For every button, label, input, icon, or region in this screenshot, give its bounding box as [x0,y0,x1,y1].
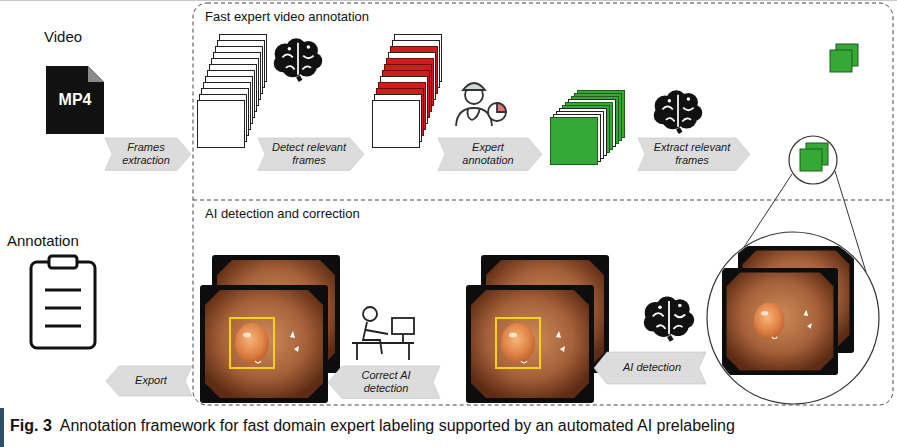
node-label: Annotation [7,232,79,249]
endoscopy-image [466,285,594,403]
frame-stack [373,35,442,148]
endoscopy-image [200,285,328,403]
arrow-fill [105,138,191,170]
desk [352,343,414,360]
monitor-stand [402,334,404,343]
monitor [392,318,414,334]
arrow-fill [638,138,750,170]
selected-frames [830,44,858,72]
organ-badge [488,103,506,121]
section-heading: AI detection and correction [205,206,360,221]
process-arrow: Correct AI detection [328,366,440,398]
ai-brain-icon [644,297,694,341]
zoomed-images [722,246,854,375]
annotated-frame [830,50,852,72]
node-label: Detect relevant frames [269,141,349,167]
file-body [46,66,104,134]
annotated-frame [800,149,822,171]
node-label: Expert annotation [449,141,527,167]
corrected-images [200,255,340,403]
frame-stack [198,35,267,148]
framework-border [193,3,893,405]
clipboard-board [31,262,95,348]
frame-stack [551,91,625,165]
expert-body [456,108,492,126]
annotated-frame [551,118,598,165]
annotator-head [363,307,377,321]
arrow-fill [438,138,542,170]
process-arrow: Export [106,366,192,396]
zoom-view [707,232,879,404]
file-fold [88,66,104,82]
detection-box [230,318,274,368]
annotator-arm [366,330,388,334]
stage-section: Fast expert video annotationDetect relev… [193,3,893,200]
figure-number: Fig. 3 [10,417,52,435]
section-heading: Fast expert video annotation [205,9,369,24]
expert-icon [456,83,506,126]
node-label: AI detection [623,361,681,374]
arrow-fill [258,138,364,170]
node-label: Correct AI detection [343,369,429,395]
node-label: Extract relevant frames [649,141,735,167]
clipboard-clip [49,256,77,268]
detected-images [466,255,609,403]
zoom-circle [789,136,837,184]
zoom-lens [789,136,837,184]
stethoscope [468,108,481,120]
caption-bar [0,408,4,447]
detection-box [496,318,540,368]
process-arrow: Detect relevant frames [258,138,364,170]
section-divider [193,200,893,201]
organ-badge-mark [497,103,506,112]
process-arrow: Extract relevant frames [638,138,750,170]
output-document: Annotation [5,228,105,353]
endoscopy-image [722,268,838,375]
ai-brain-icon [654,90,703,132]
input-file: VideoMP4 [38,28,110,136]
caption: Annotation framework for fast domain exp… [60,417,735,435]
arrow-fill [328,366,440,398]
video-frame [373,101,420,148]
annotator-body [363,322,382,354]
clipboard-lines [45,290,81,326]
process-arrow: AI detection [594,352,706,384]
expert-cap [463,83,485,90]
file-type: MP4 [46,91,104,109]
caption-row: Fig. 3 Annotation framework for fast doma… [10,417,735,435]
arrow-fill [594,352,706,384]
stage-section: AI detection and correctionCorrect AI de… [193,200,893,405]
node-label: Export [135,374,167,387]
figure-rule [0,0,897,1]
arrow-fill [106,366,192,396]
process-arrow: Frames extraction [105,138,191,170]
process-arrow: Expert annotation [438,138,542,170]
node-label: Frames extraction [116,141,176,167]
video-frame [198,101,245,148]
ai-brain-icon [274,38,323,80]
node-label: Video [44,28,82,45]
annotator-icon [352,307,414,360]
